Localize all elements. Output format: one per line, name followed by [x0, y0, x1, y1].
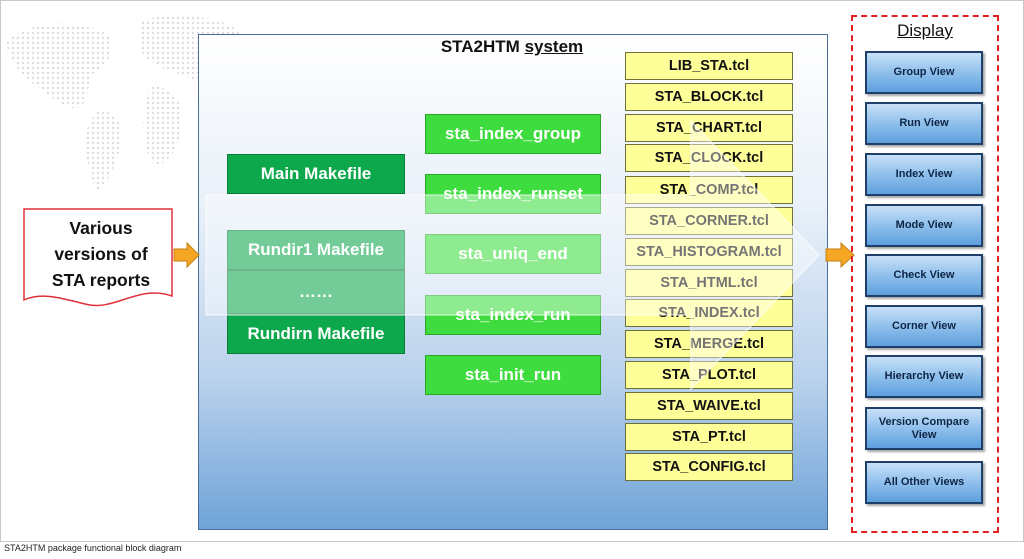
view-version-compare: Version Compare View — [865, 407, 983, 450]
makefile-rundirn: Rundirn Makefile — [227, 314, 405, 354]
tcl-file-pt: STA_PT.tcl — [625, 423, 793, 451]
tcl-file-chart: STA_CHART.tcl — [625, 114, 793, 142]
view-index: Index View — [865, 153, 983, 196]
output-arrow — [825, 241, 855, 269]
tcl-file-lib-sta: LIB_STA.tcl — [625, 52, 793, 80]
view-mode: Mode View — [865, 204, 983, 247]
tcl-file-clock: STA_CLOCK.tcl — [625, 144, 793, 172]
input-label: Various versions of STA reports — [51, 218, 151, 290]
view-corner: Corner View — [865, 305, 983, 348]
diagram-frame: STA2HTM system Main Makefile Rundir1 Mak… — [0, 0, 1024, 542]
script-sta-uniq-end: sta_uniq_end — [425, 234, 601, 274]
tcl-file-block: STA_BLOCK.tcl — [625, 83, 793, 111]
display-panel — [851, 15, 999, 533]
big-flow-arrow — [205, 119, 821, 391]
tcl-file-plot: STA_PLOT.tcl — [625, 361, 793, 389]
view-all-other: All Other Views — [865, 461, 983, 504]
script-sta-index-group: sta_index_group — [425, 114, 601, 154]
script-sta-init-run: sta_init_run — [425, 355, 601, 395]
system-title-sub: system — [524, 37, 584, 56]
tcl-file-waive: STA_WAIVE.tcl — [625, 392, 793, 420]
system-title: STA2HTM system — [198, 37, 826, 57]
tcl-file-html: STA_HTML.tcl — [625, 269, 793, 297]
input-arrow — [173, 241, 200, 269]
script-sta-index-runset: sta_index_runset — [425, 174, 601, 214]
view-run: Run View — [865, 102, 983, 145]
tcl-file-config: STA_CONFIG.tcl — [625, 453, 793, 481]
figure-caption: STA2HTM package functional block diagram — [4, 543, 182, 553]
view-hierarchy: Hierarchy View — [865, 355, 983, 398]
makefile-rundir1: Rundir1 Makefile — [227, 230, 405, 270]
tcl-file-histogram: STA_HISTOGRAM.tcl — [625, 238, 793, 266]
view-group: Group View — [865, 51, 983, 94]
display-title: Display — [897, 21, 953, 40]
view-check: Check View — [865, 254, 983, 297]
system-title-main: STA2HTM — [440, 37, 520, 56]
input-document-shape — [23, 208, 173, 307]
makefile-main: Main Makefile — [227, 154, 405, 194]
flow-arrows — [173, 119, 855, 391]
tcl-file-corner: STA_CORNER.tcl — [625, 207, 793, 235]
makefile-ellipsis: …… — [227, 270, 405, 314]
tcl-file-index: STA_INDEX.tcl — [625, 299, 793, 327]
tcl-file-merge: STA_MERGE.tcl — [625, 330, 793, 358]
